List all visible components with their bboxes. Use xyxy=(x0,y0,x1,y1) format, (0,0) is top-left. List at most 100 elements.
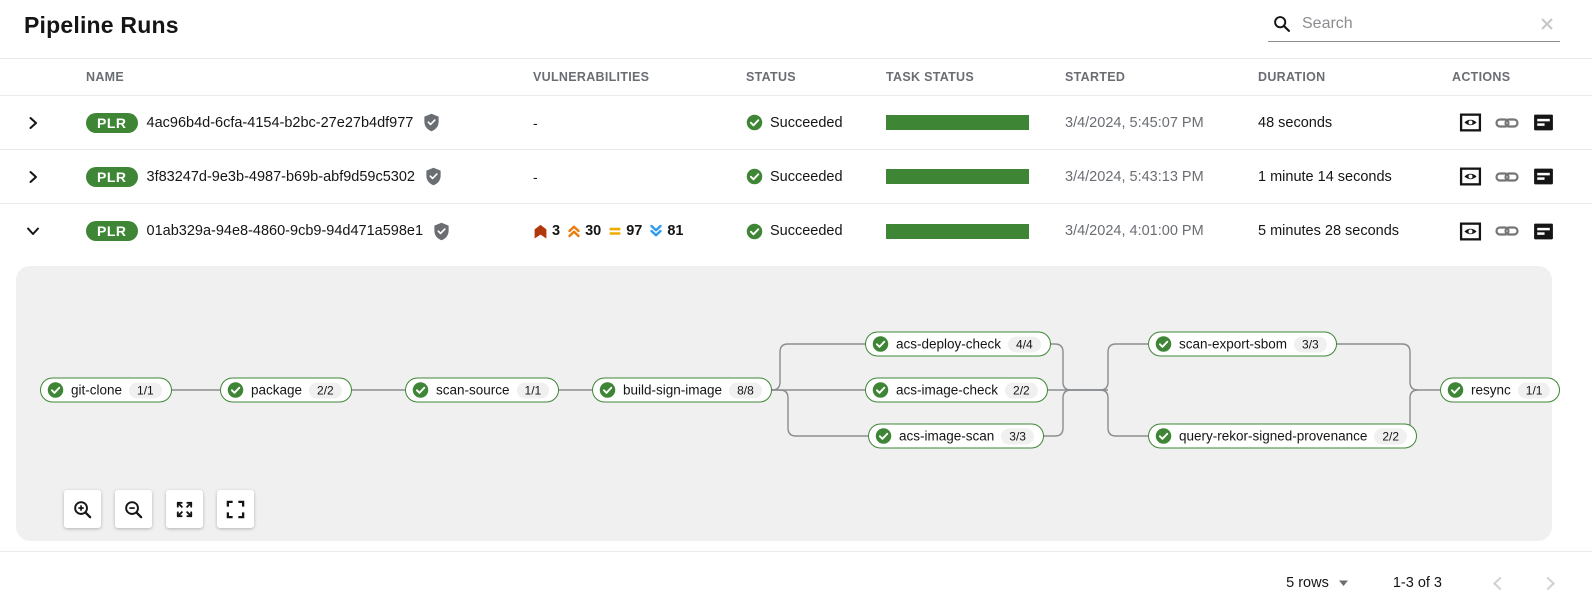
col-header-status: STATUS xyxy=(746,70,796,84)
signed-shield-icon xyxy=(426,167,441,186)
task-steps-badge: 2/2 xyxy=(1374,428,1408,444)
pagination-bar: 5 rows 1-3 of 3 xyxy=(0,552,1592,614)
success-check-icon xyxy=(746,168,763,185)
table-row: PLR 3f83247d-9e3b-4987-b69b-abf9d59c5302… xyxy=(0,150,1592,204)
task-node-query-rekor-signed-provenance[interactable]: query-rekor-signed-provenance 2/2 xyxy=(1148,423,1418,449)
copy-link-button[interactable] xyxy=(1493,217,1521,245)
duration-cell: 48 seconds xyxy=(1258,114,1333,131)
zoom-out-button[interactable] xyxy=(115,490,152,528)
signed-shield-icon xyxy=(434,222,449,240)
started-cell: 3/4/2024, 4:01:00 PM xyxy=(1065,223,1204,239)
status-cell: Succeeded xyxy=(746,168,886,185)
logs-icon xyxy=(1534,114,1553,131)
fullscreen-icon xyxy=(226,500,245,518)
task-steps-badge: 3/3 xyxy=(1294,336,1327,352)
task-label: acs-image-scan xyxy=(899,428,995,444)
search-icon xyxy=(1274,16,1291,33)
critical-severity: 3 xyxy=(533,223,560,239)
task-label: scan-export-sbom xyxy=(1179,336,1288,352)
pipeline-run-link[interactable]: 01ab329a-94e8-4860-9cb9-94d471a598e1 xyxy=(146,223,424,239)
search-field xyxy=(1268,10,1560,42)
task-success-icon xyxy=(1155,336,1172,352)
view-logs-button[interactable] xyxy=(1530,163,1557,190)
medium-severity: 97 xyxy=(608,223,642,239)
search-input[interactable] xyxy=(1302,15,1528,33)
view-logs-button[interactable] xyxy=(1530,218,1557,245)
copy-link-button[interactable] xyxy=(1493,109,1521,137)
critical-count: 3 xyxy=(552,223,561,239)
table-header: NAME VULNERABILITIES STATUS TASK STATUS … xyxy=(0,58,1592,96)
task-label: git-clone xyxy=(71,382,123,398)
logs-icon xyxy=(1534,168,1553,185)
fit-to-screen-icon xyxy=(176,501,193,517)
status-label: Succeeded xyxy=(770,223,843,239)
low-count: 81 xyxy=(667,223,684,239)
task-label: acs-image-check xyxy=(896,382,999,398)
task-label: resync xyxy=(1471,382,1511,398)
task-node-resync[interactable]: resync 1/1 xyxy=(1440,377,1561,403)
collapse-row-button[interactable] xyxy=(18,218,52,244)
previous-page-button[interactable] xyxy=(1486,572,1509,595)
fit-to-screen-button[interactable] xyxy=(166,490,203,528)
fullscreen-button[interactable] xyxy=(217,490,254,528)
view-output-button[interactable] xyxy=(1457,218,1484,245)
view-logs-button[interactable] xyxy=(1530,109,1557,136)
zoom-in-button[interactable] xyxy=(64,490,101,528)
duration-cell: 1 minute 14 seconds xyxy=(1258,168,1392,185)
task-success-icon xyxy=(227,382,244,398)
page-title: Pipeline Runs xyxy=(24,12,179,38)
task-node-git-clone[interactable]: git-clone 1/1 xyxy=(40,377,172,403)
footer-divider xyxy=(0,551,1592,552)
view-output-button[interactable] xyxy=(1457,109,1484,136)
high-severity-icon xyxy=(568,225,580,238)
task-steps-badge: 1/1 xyxy=(129,382,162,398)
status-label: Succeeded xyxy=(770,168,843,185)
table-row: PLR 01ab329a-94e8-4860-9cb9-94d471a598e1… xyxy=(0,204,1592,258)
task-label: query-rekor-signed-provenance xyxy=(1179,428,1368,444)
caret-down-icon xyxy=(1338,580,1348,586)
started-cell: 3/4/2024, 5:43:13 PM xyxy=(1065,168,1204,185)
actions-cell xyxy=(1452,217,1592,245)
vulnerabilities-cell: 3 30 97 81 xyxy=(533,223,746,239)
low-severity: 81 xyxy=(649,223,684,239)
task-node-acs-image-check[interactable]: acs-image-check 2/2 xyxy=(865,377,1048,403)
copy-link-button[interactable] xyxy=(1493,163,1521,191)
rows-per-page-select[interactable]: 5 rows xyxy=(1286,575,1349,591)
logs-icon xyxy=(1534,223,1553,239)
pagination-range: 1-3 of 3 xyxy=(1392,575,1442,591)
low-severity-icon xyxy=(650,224,663,237)
task-label: build-sign-image xyxy=(623,382,723,398)
pipeline-run-link[interactable]: 3f83247d-9e3b-4987-b69b-abf9d59c5302 xyxy=(146,168,415,185)
rows-per-page-label: 5 rows xyxy=(1286,575,1329,591)
task-node-scan-export-sbom[interactable]: scan-export-sbom 3/3 xyxy=(1148,331,1337,357)
status-label: Succeeded xyxy=(770,114,843,131)
plr-badge: PLR xyxy=(86,221,138,241)
view-output-button[interactable] xyxy=(1457,163,1484,190)
pipeline-run-link[interactable]: 4ac96b4d-6cfa-4154-b2bc-27e27b4df977 xyxy=(146,114,414,131)
expand-row-button[interactable] xyxy=(18,110,52,136)
col-header-started: STARTED xyxy=(1065,70,1126,84)
chevron-right-icon xyxy=(1546,576,1555,590)
expand-row-button[interactable] xyxy=(18,164,52,190)
next-page-button[interactable] xyxy=(1539,572,1562,595)
success-check-icon xyxy=(746,223,763,239)
clear-search-icon[interactable] xyxy=(1538,15,1556,33)
col-header-vulnerabilities: VULNERABILITIES xyxy=(533,70,650,84)
col-header-duration: DURATION xyxy=(1258,70,1326,84)
eye-box-icon xyxy=(1459,167,1482,186)
link-icon xyxy=(1495,226,1519,236)
high-count: 30 xyxy=(585,223,602,239)
task-success-icon xyxy=(1155,428,1172,444)
task-steps-badge: 2/2 xyxy=(1005,382,1038,398)
task-steps-badge: 4/4 xyxy=(1008,336,1041,352)
task-steps-badge: 1/1 xyxy=(1517,382,1551,398)
zoom-out-icon xyxy=(125,500,143,518)
actions-cell xyxy=(1452,109,1592,137)
eye-box-icon xyxy=(1459,222,1482,240)
